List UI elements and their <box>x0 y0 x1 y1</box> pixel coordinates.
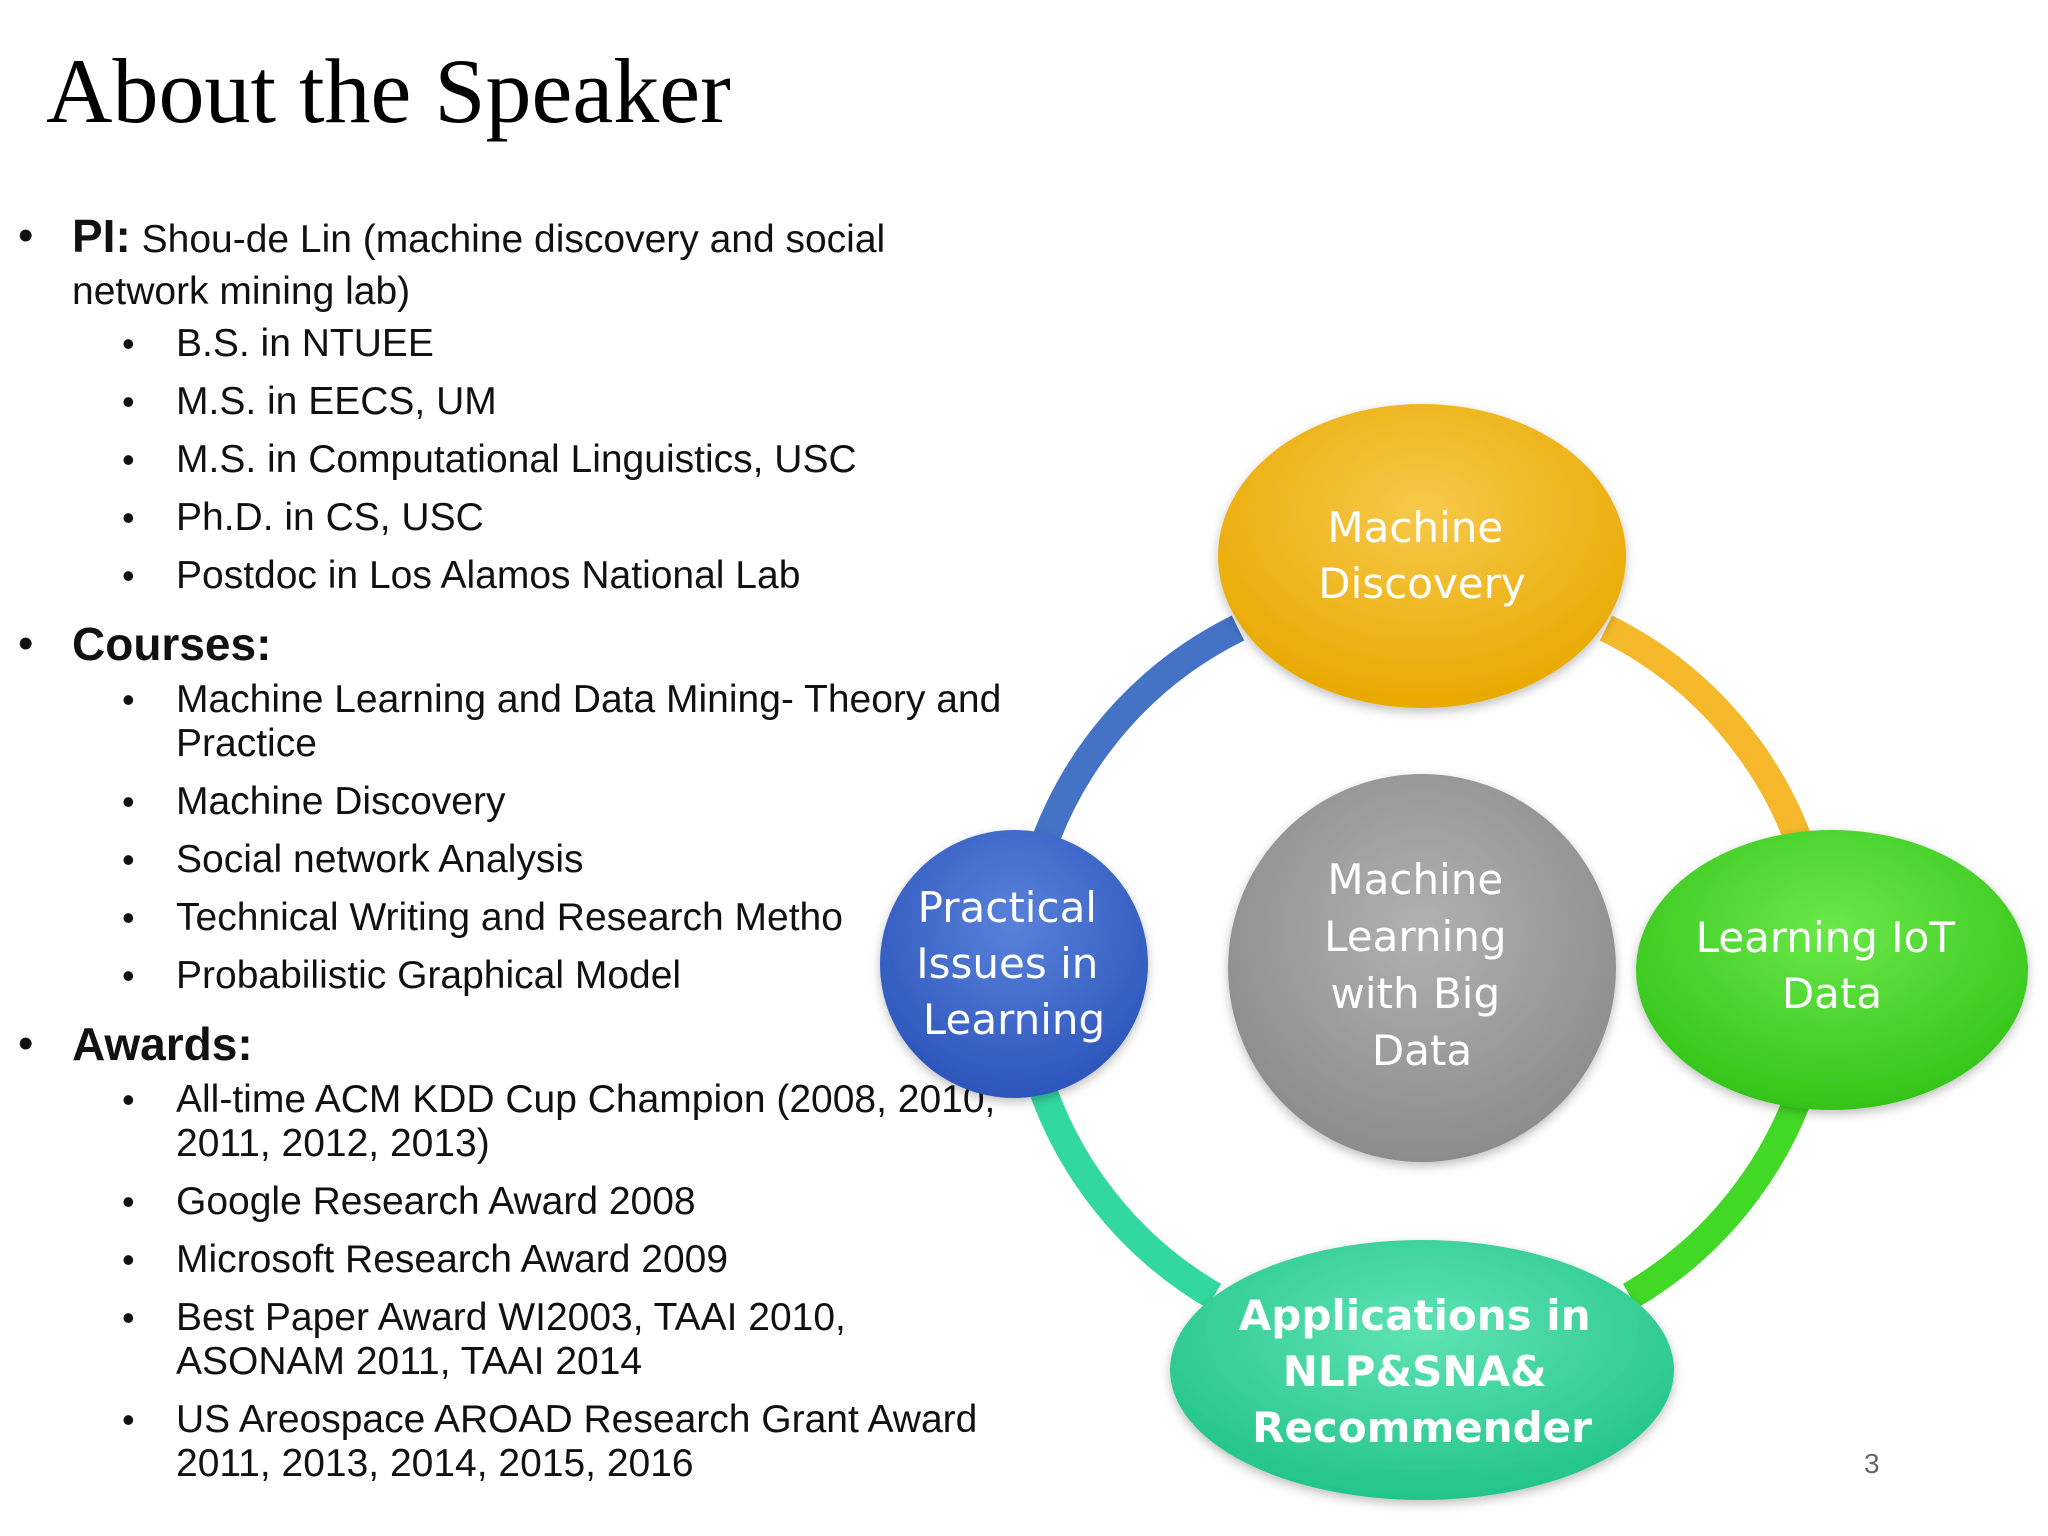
list-item: B.S. in NTUEE <box>0 322 1010 366</box>
list-item: Social network Analysis <box>0 838 1010 882</box>
list-item: Microsoft Research Award 2009 <box>0 1238 1010 1282</box>
section-courses: Courses: Machine Learning and Data Minin… <box>0 618 1010 998</box>
right-node <box>1636 830 2028 1110</box>
list-item: Machine Learning and Data Mining- Theory… <box>0 678 1010 766</box>
page-number: 3 <box>1864 1448 1880 1479</box>
award-list: All-time ACM KDD Cup Champion (2008, 201… <box>0 1078 1010 1486</box>
left-node-label: Practical Issues in Learning <box>916 883 1112 1044</box>
section-awards-key: Awards: <box>72 1018 253 1070</box>
section-awards: Awards: All-time ACM KDD Cup Champion (2… <box>0 1018 1010 1486</box>
list-item: Best Paper Award WI2003, TAAI 2010, ASON… <box>0 1296 1010 1384</box>
section-pi-text: Shou-de Lin (machine discovery and socia… <box>72 218 886 313</box>
speaker-info: PI: Shou-de Lin (machine discovery and s… <box>0 210 1010 1506</box>
list-item: Probabilistic Graphical Model <box>0 954 1010 998</box>
list-item: M.S. in Computational Linguistics, USC <box>0 438 1010 482</box>
list-item: All-time ACM KDD Cup Champion (2008, 201… <box>0 1078 1010 1166</box>
center-node-label: Machine Learning with Big Data <box>1324 855 1520 1075</box>
section-pi: PI: Shou-de Lin (machine discovery and s… <box>0 210 1010 598</box>
section-pi-key: PI: <box>72 210 131 262</box>
top-node <box>1218 404 1626 708</box>
course-list: Machine Learning and Data Mining- Theory… <box>0 678 1010 998</box>
pi-degree-list: B.S. in NTUEE M.S. in EECS, UM M.S. in C… <box>0 322 1010 598</box>
top-node-label: Machine Discovery <box>1318 503 1526 608</box>
list-item: Postdoc in Los Alamos National Lab <box>0 554 1010 598</box>
list-item: Machine Discovery <box>0 780 1010 824</box>
section-courses-key: Courses: <box>72 618 272 670</box>
list-item: Ph.D. in CS, USC <box>0 496 1010 540</box>
section-awards-heading: Awards: <box>0 1018 1010 1074</box>
list-item: M.S. in EECS, UM <box>0 380 1010 424</box>
list-item: US Areospace AROAD Research Grant Award … <box>0 1398 1010 1486</box>
section-courses-heading: Courses: <box>0 618 1010 674</box>
left-node <box>880 830 1148 1098</box>
slide-title: About the Speaker <box>46 40 731 142</box>
bottom-node-label: Applications in NLP&SNA& Recommender <box>1239 1291 1605 1452</box>
list-item: Google Research Award 2008 <box>0 1180 1010 1224</box>
section-pi-heading: PI: Shou-de Lin (machine discovery and s… <box>0 210 1010 318</box>
right-node-label: Learning IoT Data <box>1696 913 1969 1018</box>
center-node <box>1228 774 1616 1162</box>
bottom-node <box>1170 1240 1674 1500</box>
list-item: Technical Writing and Research Metho <box>0 896 1010 940</box>
